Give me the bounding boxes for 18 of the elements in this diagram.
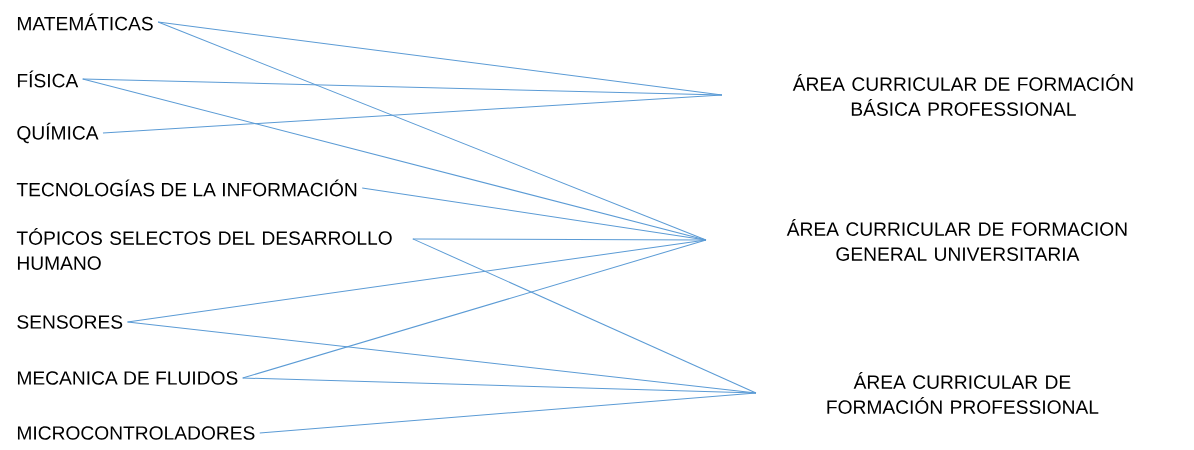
area-label: ÁREA CURRICULAR DE FORMACION GENERAL UNIVERSITARIA	[786, 219, 1127, 261]
course-label: QUÍMICA	[17, 122, 99, 144]
connector-line	[242, 377, 757, 394]
course-label: FÍSICA	[17, 70, 79, 88]
connector-line	[157, 21, 707, 241]
course-label: TECNOLOGÍAS DE LA INFORMACIÓN	[16, 179, 357, 197]
connector-line	[102, 94, 723, 134]
area-label: ÁREA CURRICULAR DE FORMACIÓN PROFESSIONAL	[827, 372, 1099, 414]
connector-line	[259, 392, 757, 434]
course-label: TÓPICOS SELECTOS DEL DESARROLLO HUMANO	[16, 228, 392, 270]
course-label: SENSORES	[17, 315, 123, 329]
connector-line	[412, 238, 757, 394]
course-label: MATEMÁTICAS	[17, 13, 153, 31]
course-label: MICROCONTROLADORES	[17, 426, 255, 440]
connector-line	[242, 239, 707, 379]
course-label: MECANICA DE FLUIDOS	[17, 371, 238, 385]
connector-line	[412, 238, 707, 241]
area-label: ÁREA CURRICULAR DE FORMACIÓN BÁSICA PROFESSIONAL	[792, 74, 1133, 116]
